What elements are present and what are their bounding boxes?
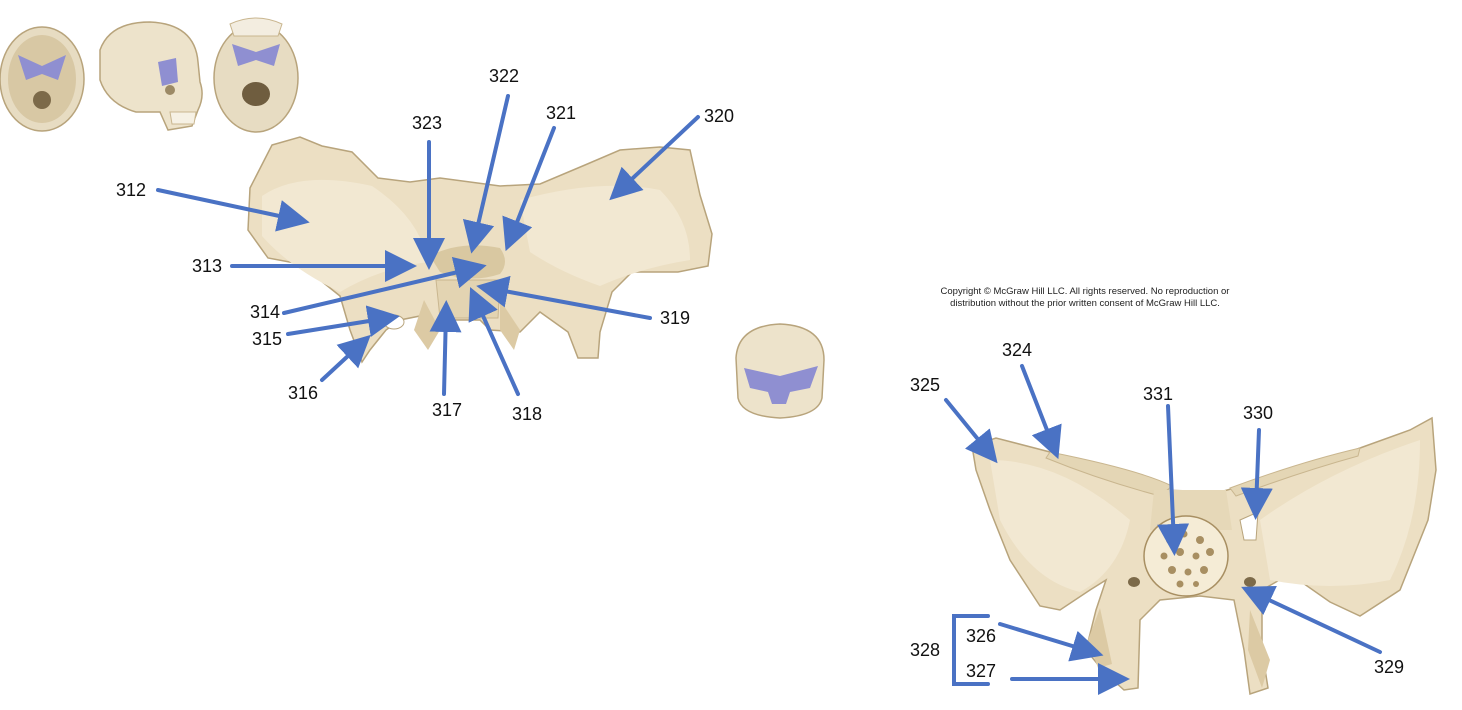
copyright-line-2: distribution without the prior written c… [950, 298, 1220, 309]
leader-arrows-upper [156, 94, 700, 396]
copyright-notice: Copyright © McGraw Hill LLC. All rights … [885, 286, 1285, 310]
label-329: 329 [1374, 657, 1404, 677]
arrow-324 [1020, 364, 1062, 460]
bracket-328 [952, 614, 990, 686]
label-326: 326 [966, 626, 996, 646]
label-312: 312 [116, 180, 146, 200]
arrow-326 [998, 622, 1104, 662]
skull-posterior-view-icon [735, 323, 825, 419]
arrow-322 [462, 94, 510, 254]
arrow-325 [944, 398, 998, 464]
label-315: 315 [252, 329, 282, 349]
arrow-329 [1241, 586, 1382, 654]
label-319: 319 [660, 308, 690, 328]
arrow-316 [320, 334, 371, 382]
label-324: 324 [1002, 340, 1032, 360]
skull-inferior-view-icon [213, 17, 299, 133]
label-327: 327 [966, 661, 996, 681]
label-316: 316 [288, 383, 318, 403]
label-323: 323 [412, 113, 442, 133]
label-331: 331 [1143, 384, 1173, 404]
arrow-317 [429, 300, 462, 396]
labels-lower: 324 325 326 327 328 329 330 331 [910, 340, 1404, 681]
arrow-331 [1157, 404, 1190, 556]
arrow-330 [1240, 428, 1273, 520]
label-325: 325 [910, 375, 940, 395]
label-314: 314 [250, 302, 280, 322]
label-328: 328 [910, 640, 940, 660]
label-318: 318 [512, 404, 542, 424]
copyright-line-1: Copyright © McGraw Hill LLC. All rights … [940, 286, 1230, 297]
arrow-321 [502, 126, 556, 252]
arrow-319 [476, 275, 652, 320]
arrow-318 [468, 287, 520, 396]
labels-upper: 312 313 314 315 316 317 318 319 320 321 … [116, 66, 734, 424]
leader-arrows-lower [944, 364, 1382, 695]
label-322: 322 [489, 66, 519, 86]
arrow-312 [156, 188, 310, 232]
sphenoid-anterior-illustration [971, 416, 1437, 695]
label-321: 321 [546, 103, 576, 123]
arrow-314 [282, 257, 487, 315]
skull-superior-view-icon [0, 26, 85, 132]
arrow-315 [286, 305, 400, 337]
label-317: 317 [432, 400, 462, 420]
label-313: 313 [192, 256, 222, 276]
label-330: 330 [1243, 403, 1273, 423]
skull-lateral-view-icon [99, 21, 203, 131]
label-320: 320 [704, 106, 734, 126]
arrow-320 [609, 115, 700, 201]
